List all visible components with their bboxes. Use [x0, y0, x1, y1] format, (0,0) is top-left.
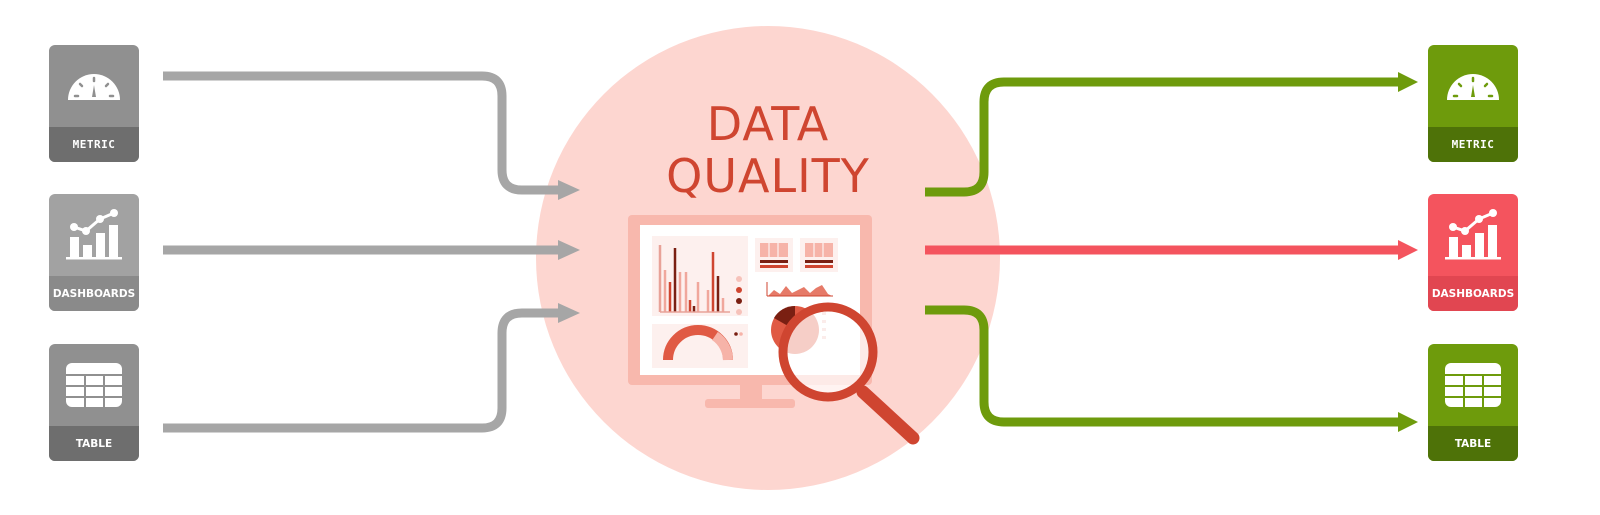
input-card-label: DASHBOARDS: [49, 276, 139, 311]
connector-metric-out: [925, 77, 1402, 197]
table-icon: [49, 344, 139, 426]
input-card-metric: METRIC: [49, 45, 139, 162]
gauge-icon: [1428, 45, 1518, 127]
arrow-icon: [1398, 72, 1418, 92]
output-card-label: METRIC: [1428, 127, 1518, 162]
input-card-dashboards: DASHBOARDS: [49, 194, 139, 311]
output-card-label: TABLE: [1428, 426, 1518, 461]
arrow-icon: [558, 240, 580, 260]
output-card-dashboards: DASHBOARDS: [1428, 194, 1518, 311]
gauge-icon: [49, 45, 139, 127]
output-connectors: [925, 77, 1402, 427]
output-card-label: DASHBOARDS: [1428, 276, 1518, 311]
input-connectors: [163, 71, 562, 433]
bar-chart-icon: [49, 194, 139, 276]
title-line-1: DATA: [706, 97, 830, 151]
bar-chart-icon: [1428, 194, 1518, 276]
input-card-table: TABLE: [49, 344, 139, 461]
connector-table-in: [163, 308, 562, 433]
arrow-icon: [1398, 412, 1418, 432]
arrow-icon: [558, 303, 580, 323]
arrow-icon: [558, 180, 580, 200]
input-card-label: TABLE: [49, 426, 139, 461]
connector-metric-in: [163, 71, 562, 195]
output-card-table: TABLE: [1428, 344, 1518, 461]
connector-table-out: [925, 305, 1402, 427]
arrow-icon: [1398, 240, 1418, 260]
title-line-2: QUALITY: [666, 149, 870, 203]
table-icon: [1428, 344, 1518, 426]
input-card-label: METRIC: [49, 127, 139, 162]
output-card-metric: METRIC: [1428, 45, 1518, 162]
magnifier-icon: [778, 302, 920, 445]
input-arrowheads: [558, 180, 580, 323]
